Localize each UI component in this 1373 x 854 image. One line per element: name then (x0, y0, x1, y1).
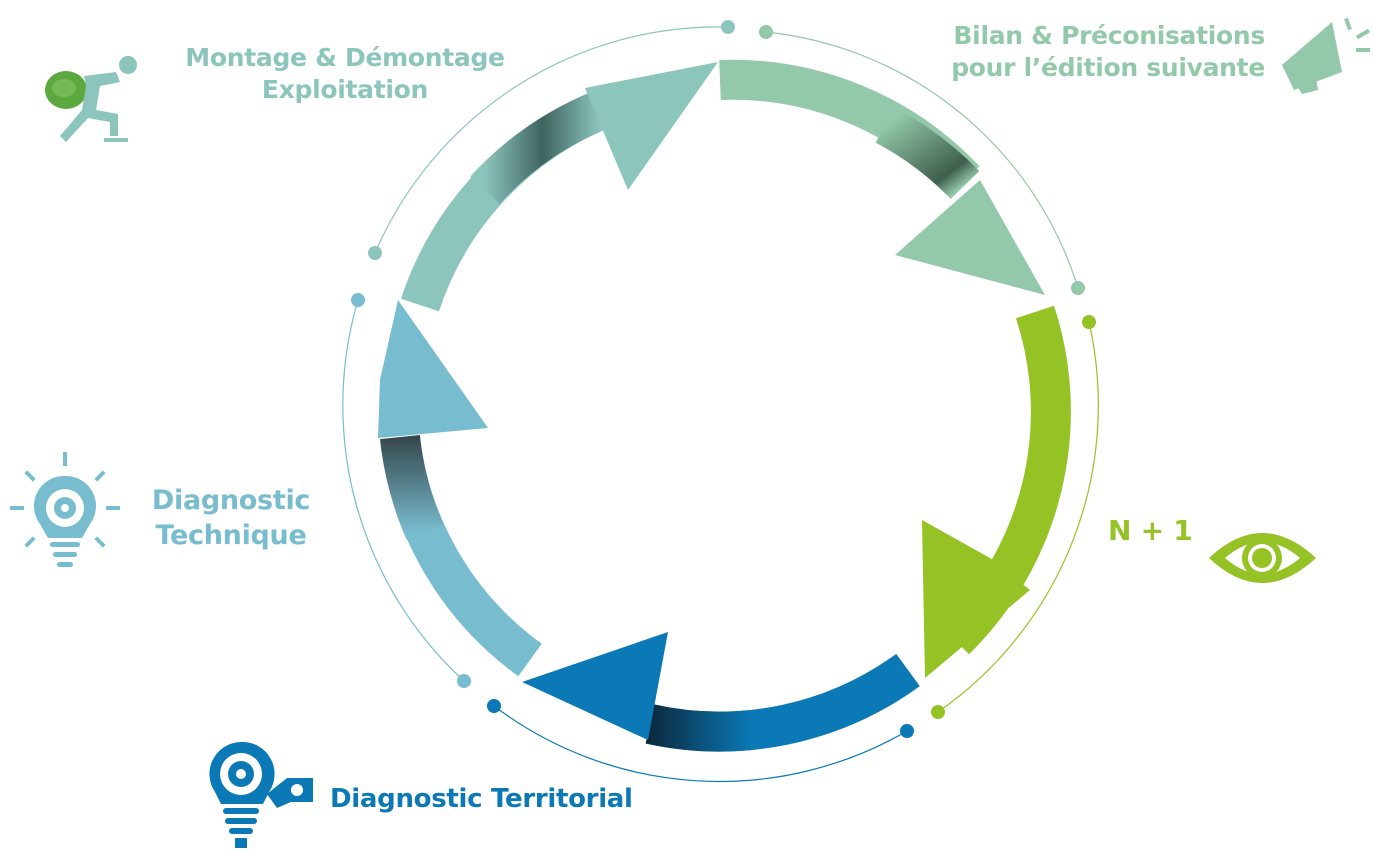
ring-dot (759, 25, 773, 39)
outer-ring-arc-n-plus-1 (937, 321, 1099, 713)
ring-dot (368, 246, 382, 260)
stage-label-diag-territorial: Diagnostic Territorial (330, 784, 633, 814)
arrowhead-n-plus-1 (922, 520, 1030, 678)
outer-ring-arc-territorial (493, 705, 908, 783)
ring-dot (931, 705, 945, 719)
ring-dot (900, 724, 914, 738)
arrowhead-technique (378, 300, 488, 438)
lightbulb-gear-icon (10, 452, 120, 582)
ring-dot (351, 293, 365, 307)
ring-dot (1071, 281, 1085, 295)
band-montage-shade (470, 91, 608, 204)
ring-dot (721, 20, 735, 34)
megaphone-icon (1272, 10, 1373, 94)
arrowhead-montage (585, 62, 718, 190)
stage-label-montage: Montage & Démontage Exploitation (185, 43, 505, 104)
outer-ring-arc-montage (374, 26, 729, 254)
eye-icon (1205, 522, 1320, 594)
ring-dot (1082, 315, 1096, 329)
outer-ring-arc-bilan (765, 31, 1079, 289)
outer-ring-arc-technique (342, 299, 465, 682)
stage-label-bilan: Bilan & Préconisations pour l’édition su… (951, 21, 1265, 82)
band-bilan-shade (875, 107, 980, 200)
band-technique-shade (380, 434, 444, 540)
person-carrying-bag-icon (38, 52, 138, 150)
stage-label-n-plus-1: N + 1 (1108, 514, 1193, 547)
ring-dot (487, 699, 501, 713)
lightbulb-gear-hand-icon (205, 738, 320, 850)
arrowhead-territorial (522, 632, 668, 740)
arrowhead-bilan (895, 180, 1045, 295)
band-territorial-shade (645, 704, 755, 752)
ring-dot (457, 674, 471, 688)
stage-label-diag-technique: Diagnostic Technique (151, 485, 311, 551)
